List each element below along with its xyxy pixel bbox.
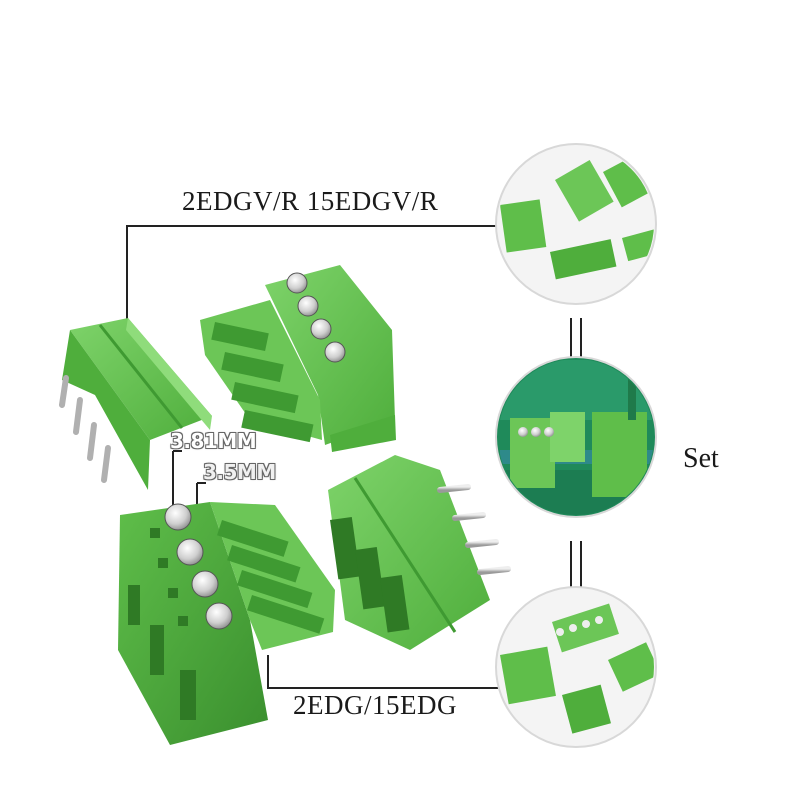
screw-terminal-icon: [286, 272, 346, 363]
screw-plug-bottom: [118, 502, 335, 745]
thumbnail-plugs: [495, 586, 657, 748]
label-vertical-header-models: 2EDGV/R 15EDGV/R: [182, 186, 439, 216]
screw-terminal-icon: [164, 503, 233, 630]
label-plug-models: 2EDG/15EDG: [293, 690, 457, 720]
metal-pin-icon: [59, 375, 111, 483]
pitch-35-label: 3.5MM: [203, 460, 276, 484]
thumbnail-set-on-pcb: [495, 356, 657, 518]
screw-plug-top: [200, 265, 396, 452]
metal-pin-icon: [437, 484, 511, 575]
pin-header-angled: [59, 318, 212, 490]
label-set: Set: [683, 443, 719, 474]
callout-lines: [126, 225, 582, 689]
thumbnail-headers: [495, 143, 657, 305]
pitch-381-label: 3.81MM: [170, 429, 257, 453]
pin-header-straight: [328, 455, 511, 650]
